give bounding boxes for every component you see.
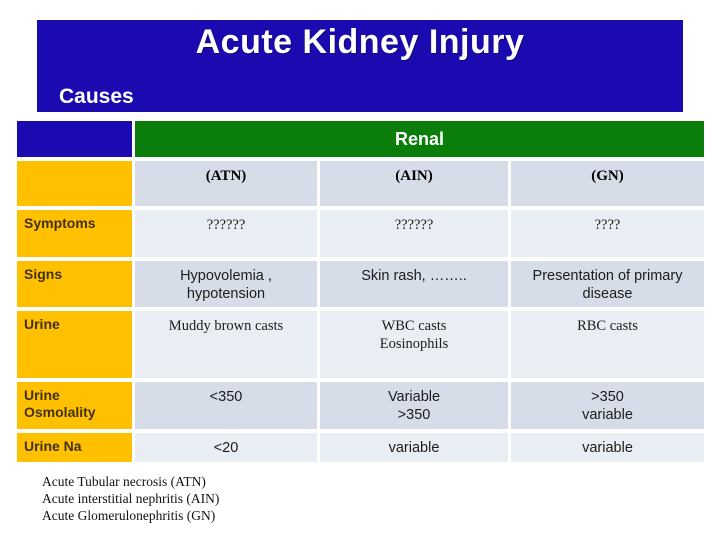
row-label-signs: Signs xyxy=(17,261,132,307)
cell-signs-ain: Skin rash, …….. xyxy=(320,261,508,307)
title-banner: Acute Kidney Injury Causes xyxy=(37,20,683,112)
footnote-ain: Acute interstitial nephritis (AIN) xyxy=(42,491,220,506)
group-header-renal: Renal xyxy=(135,121,704,157)
row-label-urine-osmolality: Urine Osmolality xyxy=(17,382,132,429)
cell-symptoms-ain: ?????? xyxy=(320,210,508,257)
cell-symptoms-gn: ???? xyxy=(511,210,704,257)
row-label-urine: Urine xyxy=(17,311,132,378)
slide-title: Acute Kidney Injury xyxy=(195,23,525,61)
cell-signs-atn: Hypovolemia , hypotension xyxy=(135,261,317,307)
row-label-symptoms: Symptoms xyxy=(17,210,132,257)
abbreviation-footnotes: Acute Tubular necrosis (ATN) Acute inter… xyxy=(42,473,219,524)
renal-causes-table: Renal (ATN) (AIN) (GN) Symptoms ?????? ?… xyxy=(17,121,704,462)
row-label-empty xyxy=(17,161,132,206)
cell-urine-atn: Muddy brown casts xyxy=(135,311,317,378)
col-header-ain: (AIN) xyxy=(320,161,508,206)
cell-urine-na-atn: <20 xyxy=(135,433,317,462)
footnote-gn: Acute Glomerulonephritis (GN) xyxy=(42,508,216,523)
col-header-atn: (ATN) xyxy=(135,161,317,206)
cell-osmolality-ain: Variable >350 xyxy=(320,382,508,429)
cell-urine-na-gn: variable xyxy=(511,433,704,462)
cell-osmolality-atn: <350 xyxy=(135,382,317,429)
cell-urine-na-ain: variable xyxy=(320,433,508,462)
slide-subtitle: Causes xyxy=(59,85,134,108)
corner-cell xyxy=(17,121,132,157)
col-header-gn: (GN) xyxy=(511,161,704,206)
row-label-urine-na: Urine Na xyxy=(17,433,132,462)
cell-symptoms-atn: ?????? xyxy=(135,210,317,257)
cell-urine-gn: RBC casts xyxy=(511,311,704,378)
cell-signs-gn: Presentation of primary disease xyxy=(511,261,704,307)
cell-osmolality-gn: >350 variable xyxy=(511,382,704,429)
cell-urine-ain: WBC casts Eosinophils xyxy=(320,311,508,378)
footnote-atn: Acute Tubular necrosis (ATN) xyxy=(42,474,206,489)
